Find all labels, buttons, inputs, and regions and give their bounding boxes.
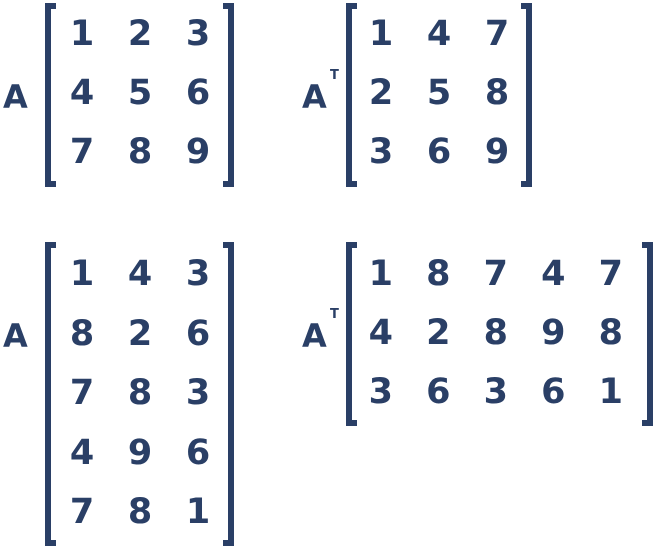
matrix-cell: 8	[127, 132, 153, 172]
matrix-cell: 8	[598, 313, 623, 353]
matrix-cell: 1	[368, 254, 393, 294]
matrix-cell: 7	[598, 254, 623, 294]
matrix-cell: 6	[426, 372, 451, 412]
matrix-cell: 6	[426, 132, 452, 172]
matrix-cell: 1	[368, 14, 394, 54]
transpose-superscript: T	[330, 307, 339, 322]
right-bracket	[642, 242, 653, 426]
matrix-cell: 2	[127, 313, 153, 354]
matrix-cell: 9	[484, 132, 510, 172]
matrix-cell: 3	[185, 14, 211, 54]
matrix-cell: 1	[598, 372, 623, 412]
matrix-cell: 7	[69, 373, 95, 414]
left-bracket	[346, 3, 357, 187]
matrix-cell: 6	[541, 372, 566, 412]
right-bracket	[223, 3, 234, 187]
matrix-cell: 8	[483, 313, 508, 353]
matrix-cell: 9	[127, 432, 153, 473]
matrix-cell: 8	[426, 254, 451, 294]
transpose-superscript: T	[330, 68, 339, 83]
matrix-cell: 2	[127, 14, 153, 54]
matrix-cell: 4	[368, 313, 393, 353]
right-bracket	[223, 242, 234, 546]
matrix-cell: 7	[69, 492, 95, 533]
matrix-cell: 6	[185, 73, 211, 113]
matrix-cell: 6	[185, 432, 211, 473]
matrix-cell: 3	[368, 132, 394, 172]
matrix-cell: 6	[185, 313, 211, 354]
matrix-cell: 1	[69, 254, 95, 295]
left-bracket	[346, 242, 357, 426]
left-bracket	[45, 242, 56, 546]
matrix-cell: 3	[185, 373, 211, 414]
matrix-a-label: A	[3, 78, 28, 116]
matrix-cell: 7	[483, 254, 508, 294]
matrix-cell: 4	[426, 14, 452, 54]
matrix-cell: 1	[185, 492, 211, 533]
matrix-cell: 9	[185, 132, 211, 172]
matrix-cell: 4	[541, 254, 566, 294]
matrix-cell: 3	[483, 372, 508, 412]
matrix-cell: 5	[426, 73, 452, 113]
matrix-cell: 8	[484, 73, 510, 113]
matrix-at-label: A	[302, 78, 327, 116]
matrix-cell: 3	[185, 254, 211, 295]
matrix-cell: 8	[127, 373, 153, 414]
left-bracket	[45, 3, 56, 187]
right-bracket	[521, 3, 532, 187]
matrix-cell: 7	[484, 14, 510, 54]
matrix-cell: 3	[368, 372, 393, 412]
matrix-at-label: A	[302, 317, 327, 355]
matrix-cell: 4	[69, 432, 95, 473]
matrix-cell: 9	[541, 313, 566, 353]
matrix-cell: 2	[368, 73, 394, 113]
matrix-a-label: A	[3, 317, 28, 355]
matrix-cell: 5	[127, 73, 153, 113]
matrix-cell: 7	[69, 132, 95, 172]
matrix-cell: 4	[69, 73, 95, 113]
matrix-cell: 4	[127, 254, 153, 295]
matrix-cell: 8	[69, 313, 95, 354]
matrix-cell: 1	[69, 14, 95, 54]
matrix-cell: 8	[127, 492, 153, 533]
matrix-cell: 2	[426, 313, 451, 353]
